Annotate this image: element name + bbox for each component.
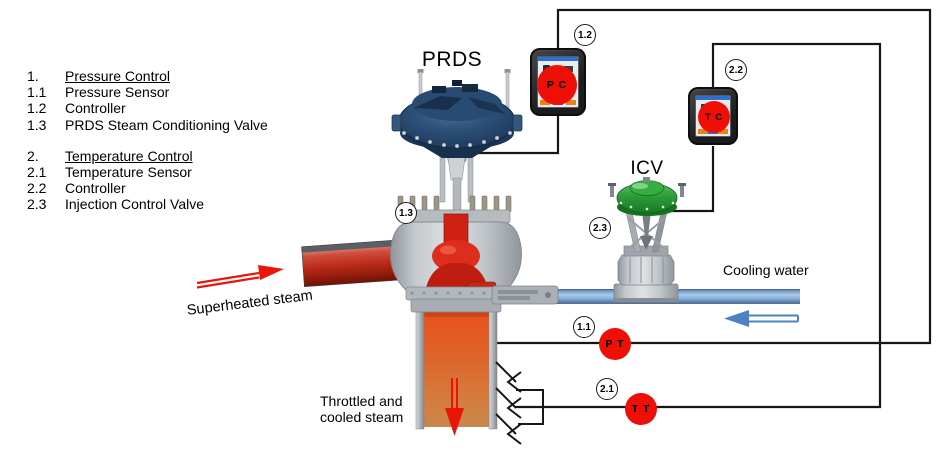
callout-prds-valve: 1.3	[395, 202, 417, 224]
screen-titlebar	[538, 57, 578, 61]
legend-group-2-title: 2. Temperature Control	[27, 148, 268, 164]
legend-item-2-2: 2.2 Controller	[27, 180, 268, 196]
temperature-probes	[495, 361, 544, 445]
callout-pressure-controller: 1.2	[574, 24, 596, 46]
legend: 1. Pressure Control 1.1 Pressure Sensor …	[27, 68, 268, 213]
cooling-water-arrow	[724, 310, 799, 327]
legend-number: 1.3	[27, 116, 47, 133]
temperature-controller-tag: T C	[698, 101, 730, 133]
callout-temperature-transmitter: 2.1	[596, 378, 618, 400]
throttled-steam-label-line1: Throttled and	[320, 393, 403, 409]
cooled-steam-arrow	[445, 378, 464, 436]
callout-temperature-controller: 2.2	[725, 59, 747, 81]
screen-button-orange	[540, 100, 550, 105]
legend-item-1-3: 1.3 PRDS Steam Conditioning Valve	[27, 117, 268, 133]
legend-label: Controller	[65, 100, 126, 117]
legend-label: Pressure Sensor	[65, 84, 170, 101]
screen-titlebar	[696, 96, 730, 100]
cooling-water-label: Cooling water	[723, 262, 809, 278]
legend-label: PRDS Steam Conditioning Valve	[65, 116, 268, 133]
temperature-controller-device: T C	[688, 87, 738, 145]
injection-valve-label: ICV	[630, 158, 664, 179]
screen-button-orange	[698, 129, 708, 134]
pressure-transmitter: P T	[599, 328, 631, 360]
legend-item-1-2: 1.2 Controller	[27, 100, 268, 116]
screen-button-orange	[718, 129, 728, 134]
legend-number: 2.1	[27, 164, 47, 181]
throttled-steam-label: Throttled and cooled steam	[320, 393, 430, 425]
legend-label: Temperature Sensor	[65, 164, 192, 181]
legend-number: 2.2	[27, 180, 47, 197]
legend-title: Pressure Control	[65, 68, 171, 84]
legend-label: Controller	[65, 180, 126, 197]
legend-group-1-title: 1. Pressure Control	[27, 68, 268, 84]
screen-button-orange	[566, 100, 576, 105]
temperature-loop-line	[515, 42, 882, 409]
temperature-transmitter: T T	[625, 393, 657, 425]
throttled-steam-label-line2: cooled steam	[320, 409, 404, 425]
pressure-controller-tag: P C	[537, 65, 577, 105]
legend-item-2-3: 2.3 Injection Control Valve	[27, 196, 268, 212]
legend-number: 1.1	[27, 84, 47, 101]
pressure-loop-line	[497, 8, 932, 345]
legend-number: 1.2	[27, 100, 47, 117]
icv-valve	[608, 177, 686, 303]
legend-title: Temperature Control	[65, 147, 193, 164]
legend-number: 2.3	[27, 196, 47, 213]
legend-number: 2.	[27, 147, 39, 164]
prds-actuator-dome	[391, 80, 523, 158]
superheated-steam-arrow	[196, 265, 284, 289]
prds-valve-label: PRDS	[421, 48, 483, 71]
legend-number: 1.	[27, 68, 39, 84]
callout-pressure-transmitter: 1.1	[573, 316, 595, 338]
spray-nozzle-unit	[491, 285, 559, 305]
callout-injection-valve: 2.3	[589, 217, 611, 239]
icv-actuator-dome	[608, 177, 686, 216]
pressure-controller-output-line	[472, 116, 560, 155]
legend-item-1-1: 1.1 Pressure Sensor	[27, 84, 268, 100]
legend-gap	[27, 133, 268, 148]
legend-label: Injection Control Valve	[65, 196, 205, 213]
legend-item-2-1: 2.1 Temperature Sensor	[27, 164, 268, 180]
pressure-controller-device: P C	[530, 48, 586, 116]
prds-valve	[390, 69, 523, 313]
